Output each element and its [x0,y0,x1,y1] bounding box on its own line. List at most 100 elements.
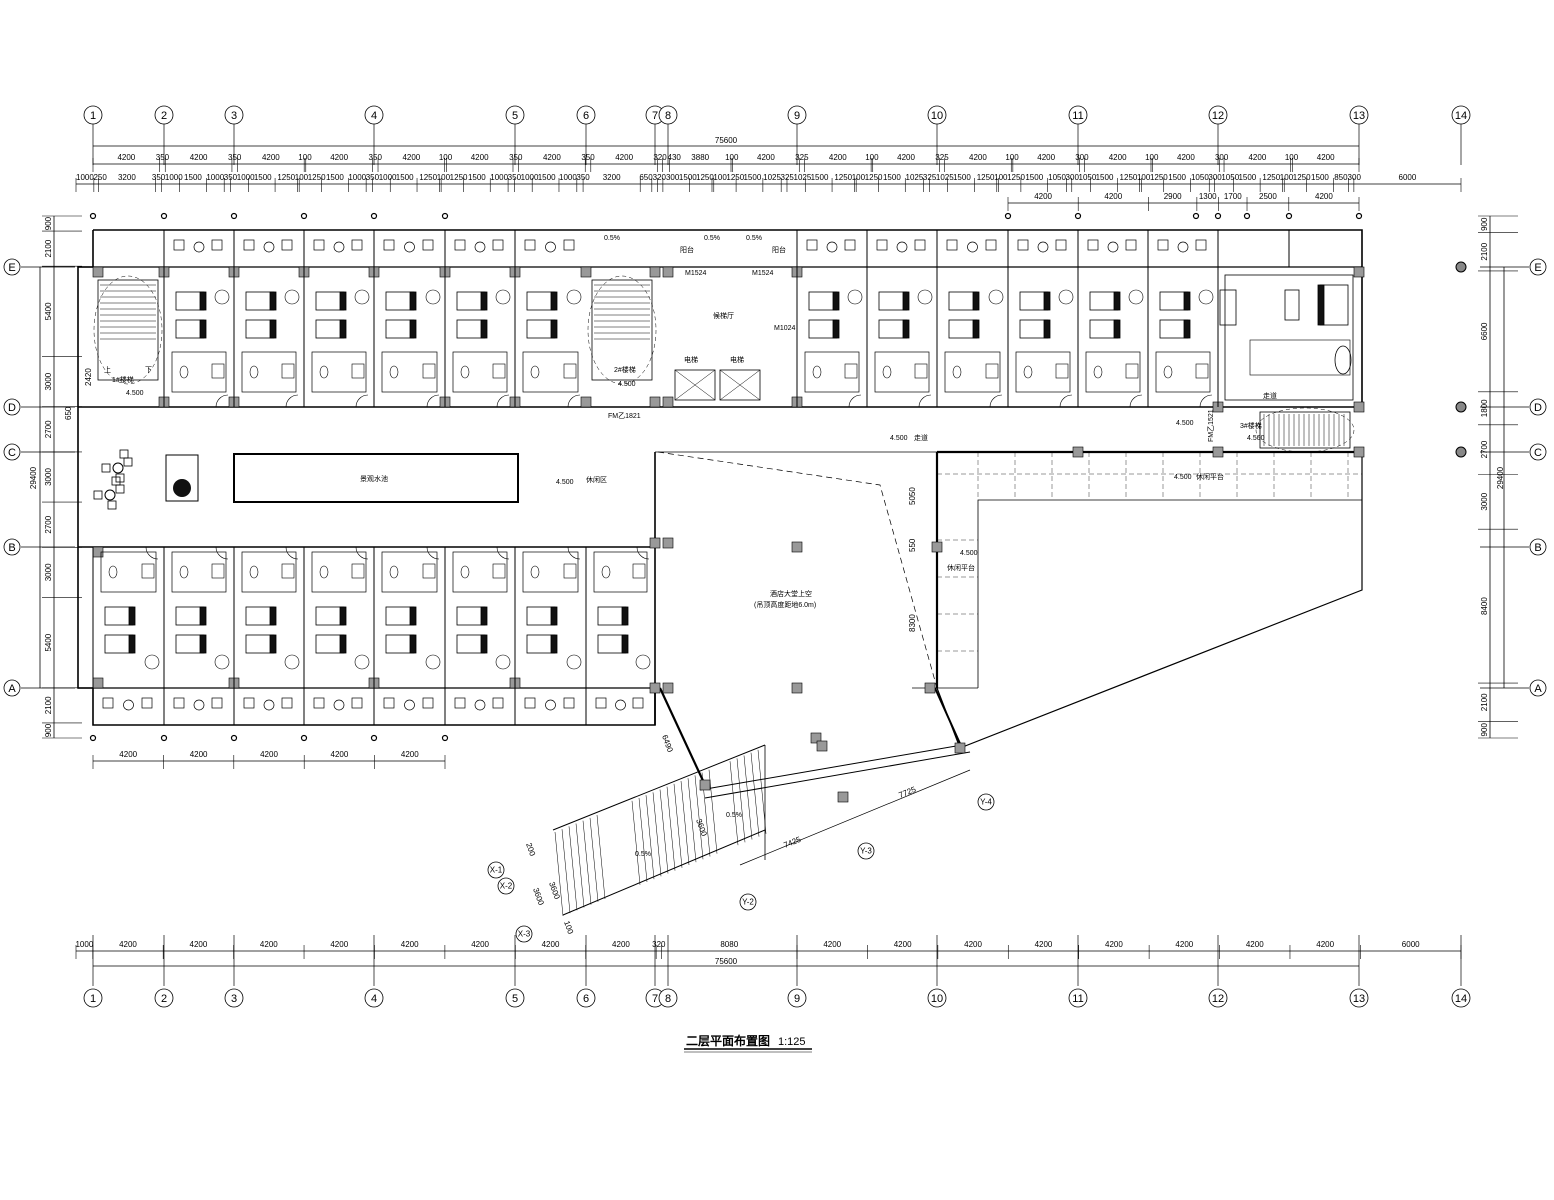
stair-tread [575,823,585,908]
balcony-chair [351,697,363,709]
dimension-text: 1000 [521,173,539,182]
dimension-text: 100 [295,173,309,182]
bed-headboard [339,606,347,626]
dimension-text: 4200 [190,153,208,162]
washbasin [844,363,858,379]
suite-bathroom [1249,339,1351,376]
bed-headboard [902,319,910,339]
column-marker [1192,212,1200,220]
elevator-cross [719,369,761,401]
dimension-text: 4200 [1037,153,1055,162]
dimension-text: 1000 [75,940,93,949]
dim-7425: 7425 [782,835,802,850]
axis-bubble-A [3,679,21,697]
toilet [179,365,189,379]
dimension-text: 4200 [612,940,630,949]
toilet [460,365,470,379]
dimension-text: 4200 [897,153,915,162]
door-swing [285,394,299,408]
stair-1 [97,279,159,381]
balcony-chair [243,239,255,251]
stair-tread [729,761,739,846]
axis-label-3: 3 [231,110,237,122]
dimension-text: 4200 [119,750,137,759]
dimension-text: 1500 [953,173,971,182]
dim-100: 100 [562,920,575,936]
drawing-title: 二层平面布置图 1:125 [684,1033,812,1053]
dimension-text: 4200 [1175,940,1193,949]
balcony-chair [985,239,997,251]
dimension-text: 3200 [118,173,136,182]
aux-axis-label: X-2 [500,882,513,891]
dimension-text: 1500 [743,173,761,182]
balcony-label: 阳台 [680,245,694,254]
dimension-text: 320 [653,153,667,162]
dim-2420: 2420 [84,368,93,386]
door-swing [848,394,862,408]
door-tag: M1524 [752,270,774,277]
aux-axis-bubble [977,793,995,811]
stair-tread [736,758,746,843]
axis-label-E: E [8,262,15,274]
door-swing [145,546,159,560]
structural-column [92,677,104,689]
balcony-chair [211,239,223,251]
stair-tread [673,783,683,868]
dimension-text: 850 [1334,173,1348,182]
balcony-chair [281,697,293,709]
dimension-text: 4200 [330,940,348,949]
balcony-table [545,699,556,711]
dimension-text: 100 [1137,173,1151,182]
axis-label-13: 13 [1353,110,1365,122]
structural-column [924,682,936,694]
structural-column [580,396,592,408]
aux-axis-label: X-1 [490,866,503,875]
stair-swing-dashed [587,275,657,385]
aux-axis-label: Y-3 [860,847,872,856]
bed-headboard [480,319,488,339]
dimension-text: 100 [1285,153,1299,162]
dimension-text: 4200 [1104,192,1122,201]
stair-edge [552,744,766,831]
toilet [460,565,470,579]
stair-tread [659,789,669,874]
dimension-text: 2700 [44,515,53,533]
bed-headboard [1043,319,1051,339]
dimension-text: 430 [668,153,682,162]
balcony-chair [383,239,395,251]
armchair-table [917,289,933,305]
dim-7725: 7725 [897,785,917,800]
dimension-text: 320 [653,173,667,182]
bed-headboard [199,634,207,654]
axis-label-1: 1 [90,993,96,1005]
dimension-text: 100 [298,153,312,162]
washbasin [492,363,506,379]
dimension-text: 1250 [450,173,468,182]
aux-axis-label: X-3 [518,930,531,939]
canopy-edge [699,744,963,791]
aux-axis-bubble [487,861,505,879]
dimension-text: 1250 [277,173,295,182]
door-swing [215,394,229,408]
bed-headboard [1183,319,1191,339]
slope-label: 0.5% [704,235,720,242]
dimension-text: 2700 [44,420,53,438]
balcony-table [474,699,486,711]
bathroom [381,351,438,393]
dimension-text: 100 [994,173,1008,182]
dimension-text: 1500 [1168,173,1186,182]
balcony-chair [806,239,818,251]
dimension-text: 4200 [1316,940,1334,949]
bed-headboard [480,606,488,626]
dimension-text: 900 [44,723,53,737]
dimension-text: 5400 [44,302,53,320]
bathroom [452,351,508,393]
bathroom [311,351,367,393]
dimension-text: 4200 [543,153,561,162]
exterior-wall-north [93,229,1363,407]
axis-label-10: 10 [931,110,943,122]
dimension-text: 300 [1215,153,1229,162]
column-marker [370,734,378,742]
suite-headboard [1317,284,1325,326]
stair1-label: 1#楼梯 [112,375,134,384]
